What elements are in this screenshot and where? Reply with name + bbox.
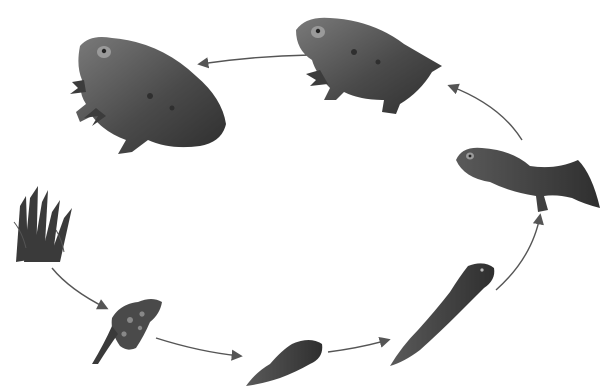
arrow-grass-to-eggs bbox=[52, 268, 106, 308]
adult-frog-left bbox=[70, 37, 226, 154]
arrow-adult-to-adult bbox=[200, 55, 310, 64]
adult-frog-right bbox=[296, 18, 442, 114]
tadpole-early bbox=[246, 340, 322, 386]
arrow-froglet-to-adult bbox=[450, 86, 522, 140]
arrow-tadpole-late-to-froglet bbox=[496, 216, 540, 290]
arrow-eggs-to-tadpole-early bbox=[156, 338, 240, 356]
egg-mass bbox=[92, 299, 162, 364]
tadpole-late bbox=[390, 263, 494, 366]
grass bbox=[14, 186, 72, 262]
frog-eye-icon bbox=[316, 29, 320, 33]
froglet bbox=[456, 148, 600, 212]
frog-eye-icon bbox=[102, 49, 106, 53]
arrow-tadpole-early-to-late bbox=[328, 340, 388, 352]
